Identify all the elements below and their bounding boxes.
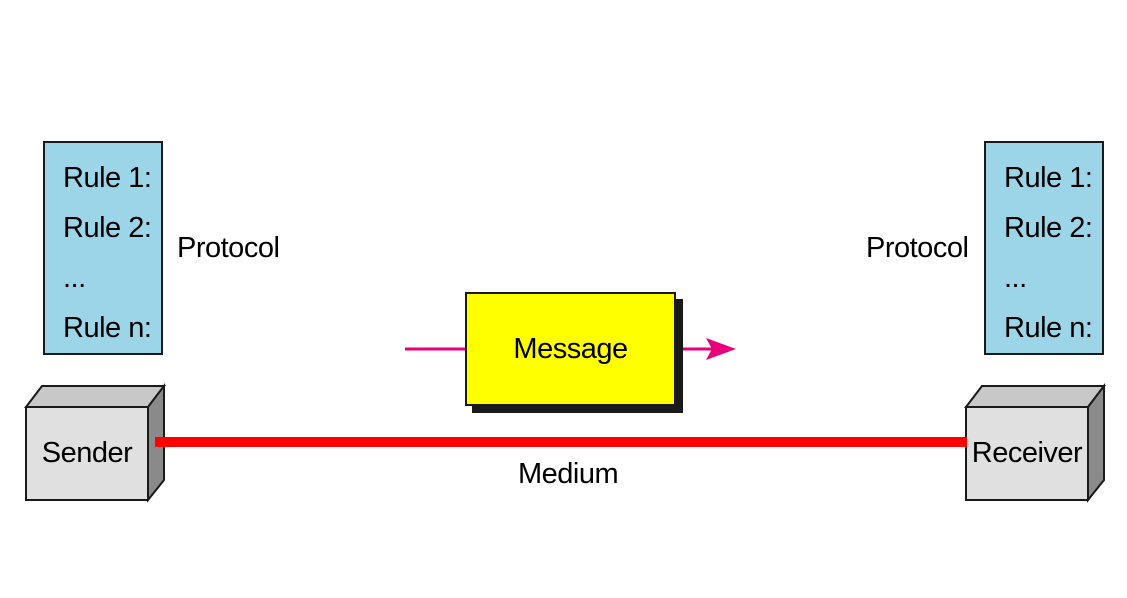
right-rule-2: Rule 2: [1004,212,1093,244]
message-box: Message [465,292,676,406]
sender-box [23,383,167,503]
right-rule-n: Rule n: [1004,312,1093,344]
receiver-box [963,383,1107,503]
right-rule-1: Rule 1: [1004,162,1093,194]
medium-line [155,437,967,447]
left-rule-ellipsis: ... [63,262,86,294]
medium-label: Medium [518,458,619,490]
left-rule-2: Rule 2: [63,212,152,244]
receiver-label: Receiver [971,437,1083,469]
right-rule-ellipsis: ... [1004,262,1027,294]
left-rule-1: Rule 1: [63,162,152,194]
left-rule-n: Rule n: [63,312,152,344]
right-protocol-label: Protocol [866,232,969,264]
sender-label: Sender [41,437,133,469]
arrow-head-icon [706,338,736,360]
left-protocol-label: Protocol [177,232,280,264]
left-rules-box: Rule 1: Rule 2: ... Rule n: [43,141,163,355]
right-rules-box: Rule 1: Rule 2: ... Rule n: [984,141,1104,355]
